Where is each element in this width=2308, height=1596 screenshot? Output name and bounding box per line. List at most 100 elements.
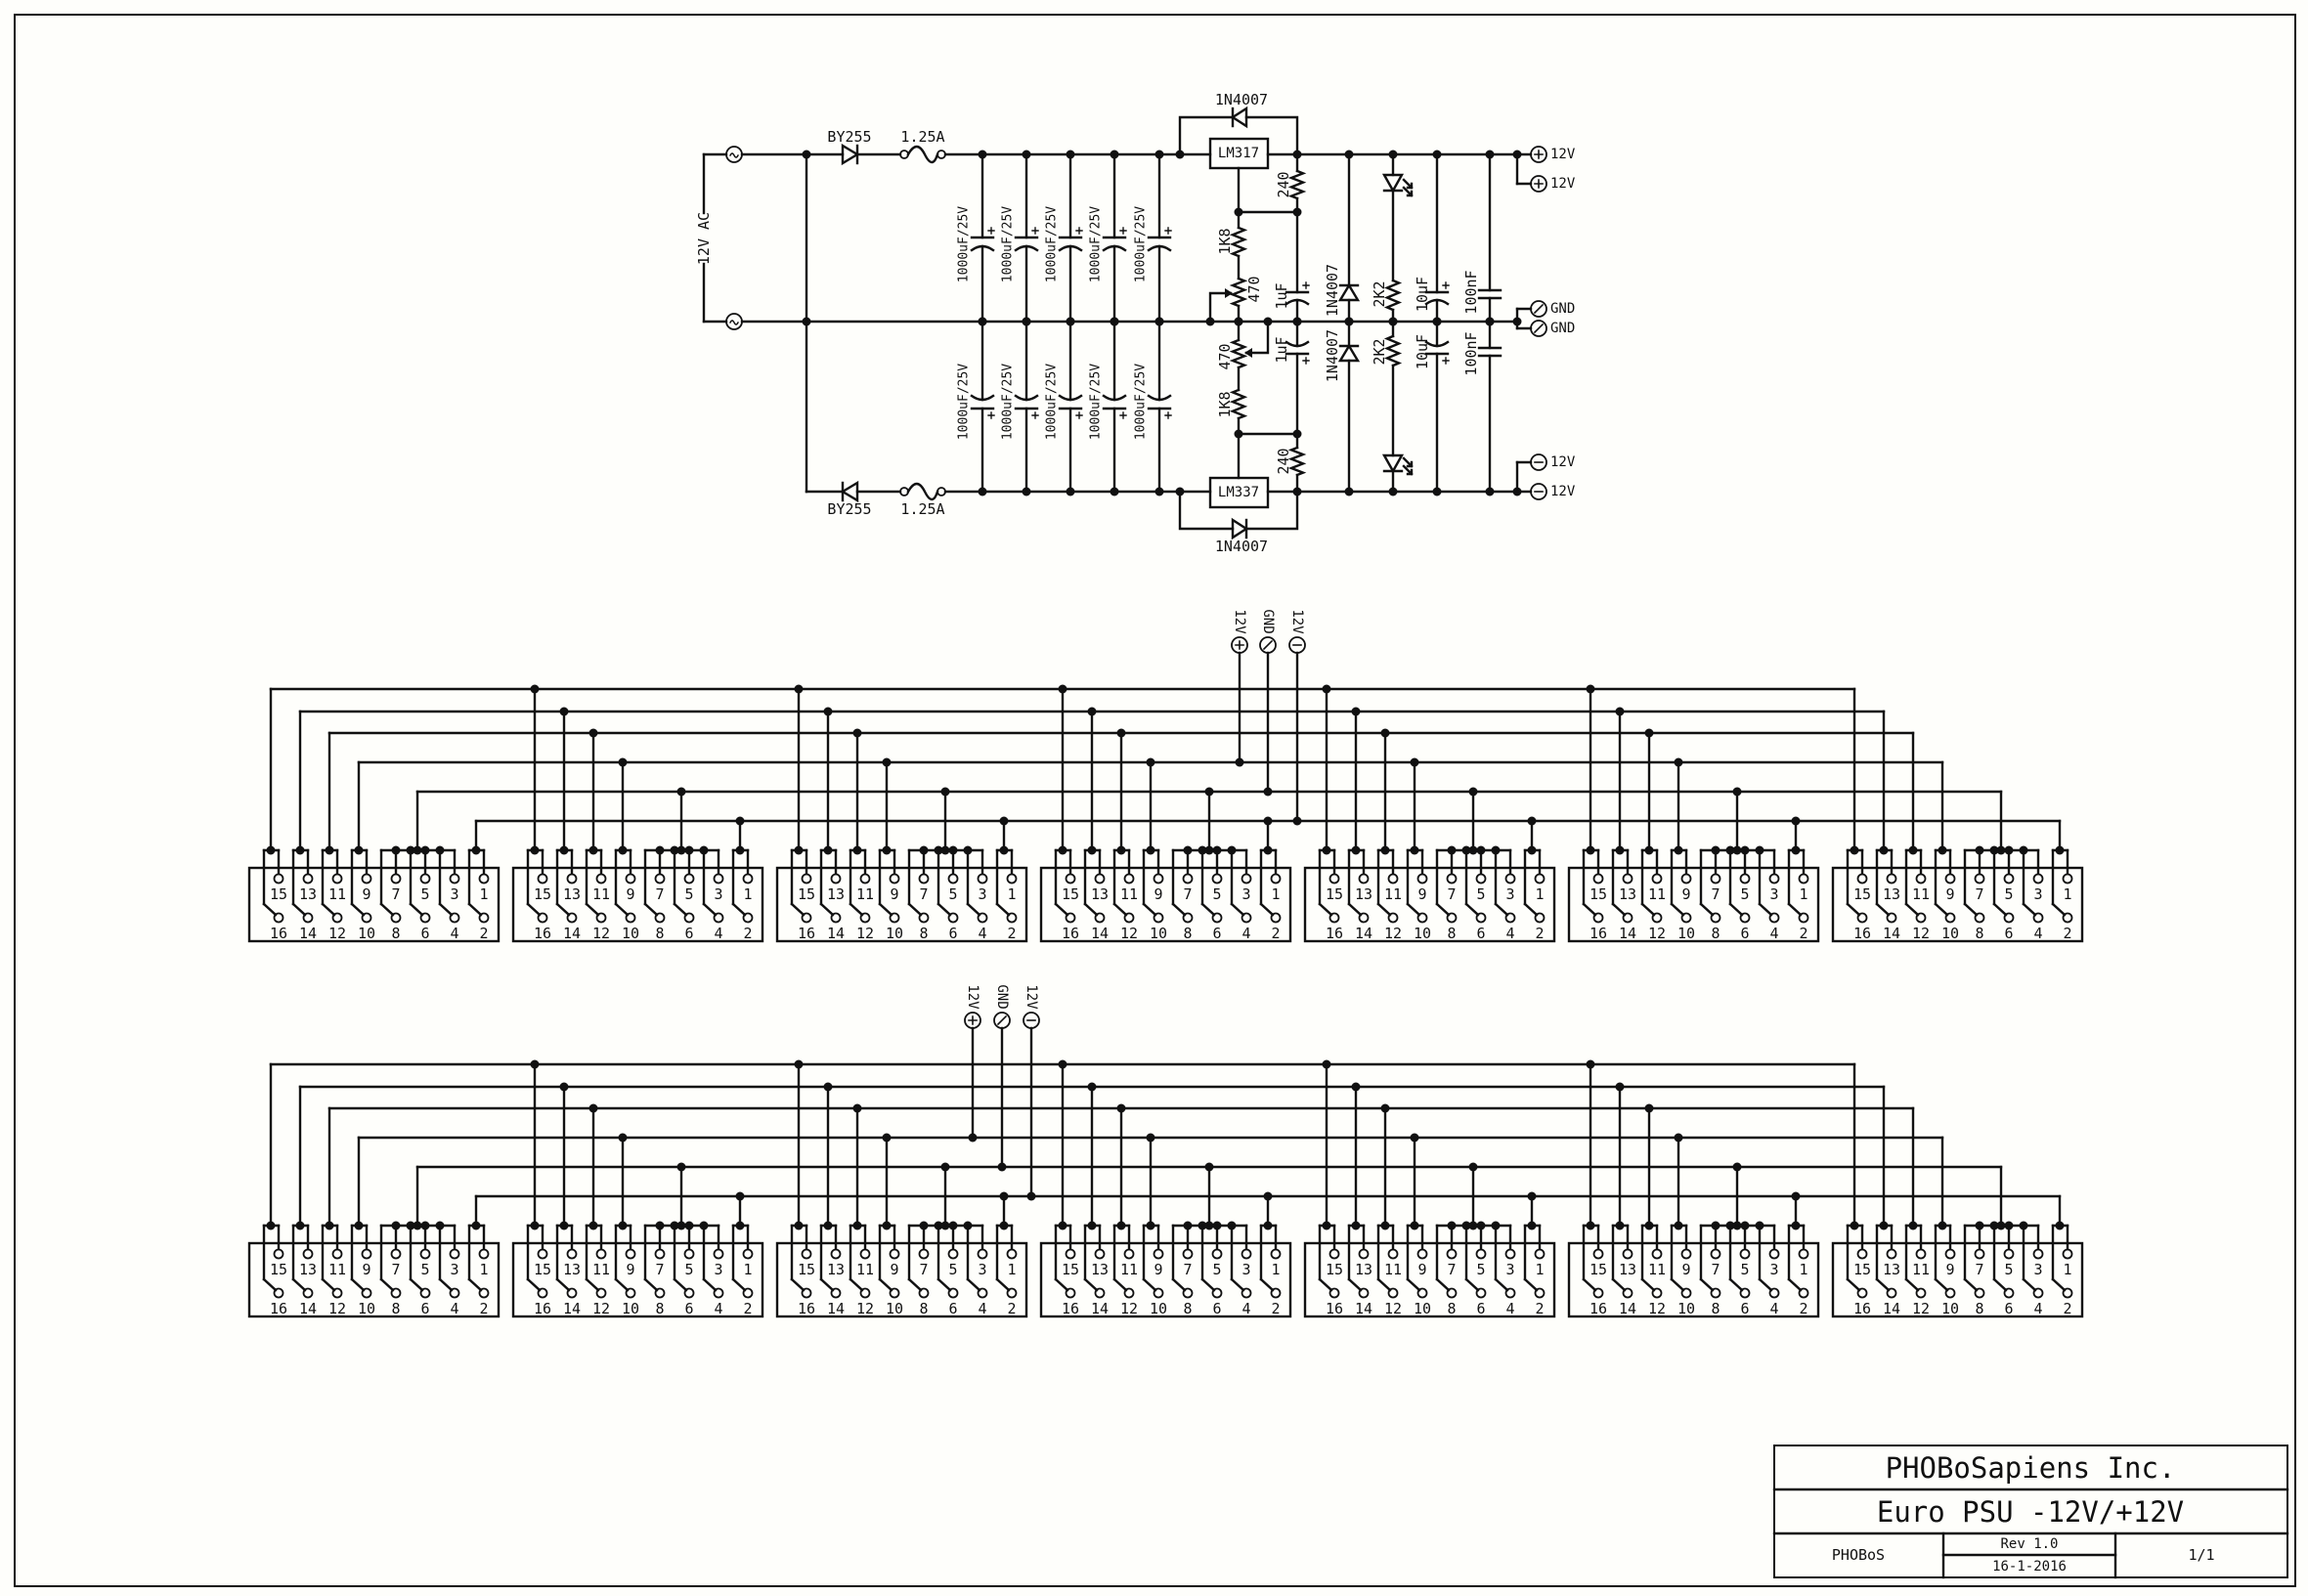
pin-number: 1 [479,885,488,903]
pin-number: 3 [450,1261,458,1278]
plus-icon [1534,179,1544,189]
pin-number: 7 [1183,1261,1192,1278]
pin [1446,873,1458,884]
fuse [906,482,939,501]
pin-number: 1 [1799,885,1807,903]
pin-number: 13 [299,885,317,903]
pin-number: 9 [362,885,370,903]
pin-number: 6 [420,925,429,942]
junction-dot [1212,1221,1222,1230]
pin-number: 5 [1212,885,1221,903]
connector-body [775,866,1028,943]
pin-number: 14 [1091,1300,1109,1317]
wire [1376,902,1392,917]
junction-dot [406,1221,415,1230]
diode-triangle [840,480,859,503]
junction-dot [1755,845,1764,855]
pin [1534,873,1546,884]
divider-resistor [1229,388,1248,420]
wire [1178,115,1299,156]
bus-power-label: 12V [1023,984,1039,1010]
pin-number: 13 [563,885,581,903]
set-resistor [1287,169,1307,200]
pin [742,873,754,884]
ground-icon [1262,639,1274,651]
led [1381,173,1405,194]
wire [995,902,1011,917]
pin-number: 15 [1589,885,1607,903]
junction-dot [670,845,679,855]
pin [1270,873,1282,884]
pin [302,873,314,884]
wire [1435,902,1451,917]
pin-number: 11 [328,885,346,903]
pin-number: 16 [534,925,551,942]
pin-number: 2 [1535,1300,1544,1317]
connector-body [1567,1241,1820,1318]
wire [1904,902,1920,917]
junction-dot [1447,845,1457,855]
pin-number: 4 [1505,925,1514,942]
pin-number: 5 [1476,1261,1485,1278]
junction-dot [1410,1133,1419,1143]
wire [1347,1277,1363,1292]
junction-dot [1586,1059,1595,1069]
trimmer-wiper [1208,291,1233,324]
wire [731,1277,747,1292]
wire [526,1277,542,1292]
pin-number: 15 [270,885,287,903]
junction-dot [1740,845,1750,855]
junction-dot [1755,1221,1764,1230]
junction-dot [1476,845,1486,855]
output-cap-label: 10uF [1414,334,1431,369]
pin-number: 5 [1740,885,1749,903]
pin [1416,1248,1428,1260]
pin [419,873,431,884]
pin-number: 14 [1355,1300,1372,1317]
junction-dot [1711,1221,1720,1230]
pin-number: 7 [1447,1261,1456,1278]
pin-number: 2 [1271,1300,1280,1317]
junction-dot [1491,1221,1501,1230]
pin-number: 6 [2004,925,2013,942]
rectifier-diode-label: BY255 [827,500,871,518]
wire [1523,902,1539,917]
pin-number: 6 [684,925,693,942]
protection-diode [1230,106,1248,129]
ground-icon [996,1014,1008,1026]
pin-number: 13 [1883,1261,1900,1278]
junction-dot [1468,1162,1478,1172]
wire [1670,1277,1685,1292]
pin [947,1248,959,1260]
junction-dot [1351,1082,1361,1092]
junction-dot [1485,487,1495,496]
pin-number: 13 [1619,1261,1636,1278]
connector-body [247,866,501,943]
ac-input-label: 12V AC [695,212,713,265]
pin [1094,873,1106,884]
pin-number: 8 [1447,1300,1456,1317]
pin-number: 8 [1975,1300,1983,1317]
junction-dot [1388,150,1398,159]
pin-number: 13 [1355,1261,1372,1278]
wire [907,1277,923,1292]
pin [1475,1248,1487,1260]
wire [409,902,424,917]
junction-dot [1235,757,1244,767]
wire [1406,902,1421,917]
pin [713,1248,724,1260]
pin-number: 7 [391,885,400,903]
pin [1856,873,1868,884]
filter-cap-label: 1000uF/25V [1089,364,1104,440]
pin-number: 12 [1384,1300,1402,1317]
output-label: 12V [1550,454,1576,470]
decoupling-cap-label: 100nF [1462,331,1480,375]
pin [390,873,402,884]
junction-dot [1183,1221,1193,1230]
pin [449,873,460,884]
filter-cap-label: 1000uF/25V [957,364,972,440]
pin-number: 14 [1883,1300,1900,1317]
pin-number: 14 [1619,925,1636,942]
sheet-number: 1/1 [2188,1546,2214,1564]
wire [585,1277,600,1292]
